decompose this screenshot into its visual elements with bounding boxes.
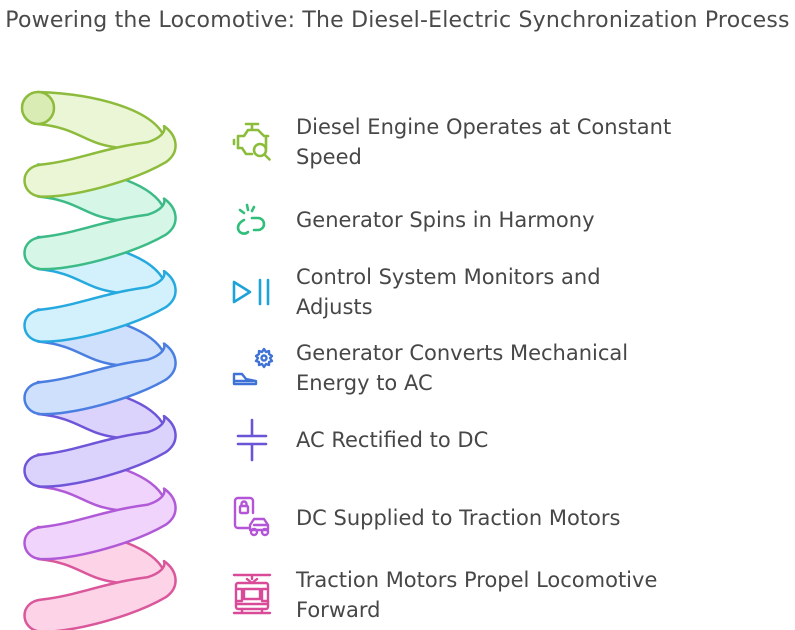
step-label: Diesel Engine Operates at Constant Speed — [296, 115, 672, 169]
step-5: AC Rectified to DC — [228, 414, 748, 466]
shoe-gear-icon — [228, 342, 286, 394]
phone-lock-car-icon — [228, 492, 286, 544]
coil-front-strand-1 — [23, 124, 177, 198]
step-1: Diesel Engine Operates at Constant Speed — [228, 112, 748, 172]
tram-icon — [228, 569, 286, 621]
engine-search-icon — [228, 116, 286, 168]
step-label: Generator Converts Mechanical Energy to … — [296, 341, 629, 395]
broken-link-icon — [228, 194, 286, 246]
step-6: DC Supplied to Traction Motors — [228, 492, 748, 544]
capacitor-icon — [228, 414, 286, 466]
spring-top-cap — [20, 90, 56, 126]
play-pause-icon — [228, 266, 286, 318]
coil-front-strand-7 — [23, 559, 177, 630]
step-label: AC Rectified to DC — [296, 428, 489, 452]
coil-front-strand-2 — [23, 197, 177, 271]
step-label: Control System Monitors and Adjusts — [296, 265, 601, 319]
coil-front-strand-6 — [23, 487, 177, 561]
step-label: Generator Spins in Harmony — [296, 208, 595, 232]
coil-front-strand-3 — [23, 269, 177, 343]
step-2: Generator Spins in Harmony — [228, 194, 748, 246]
coil-front-strand-5 — [23, 414, 177, 488]
coil-back-strand-1 — [36, 90, 166, 150]
spring-coil — [20, 90, 177, 630]
step-4: Generator Converts Mechanical Energy to … — [228, 338, 748, 398]
step-3: Control System Monitors and Adjusts — [228, 262, 748, 322]
page-title: Powering the Locomotive: The Diesel-Elec… — [5, 8, 790, 33]
step-7: Traction Motors Propel Locomotive Forwar… — [228, 565, 748, 625]
step-label: DC Supplied to Traction Motors — [296, 506, 621, 530]
step-label: Traction Motors Propel Locomotive Forwar… — [296, 568, 658, 622]
coil-front-strand-4 — [23, 342, 177, 416]
